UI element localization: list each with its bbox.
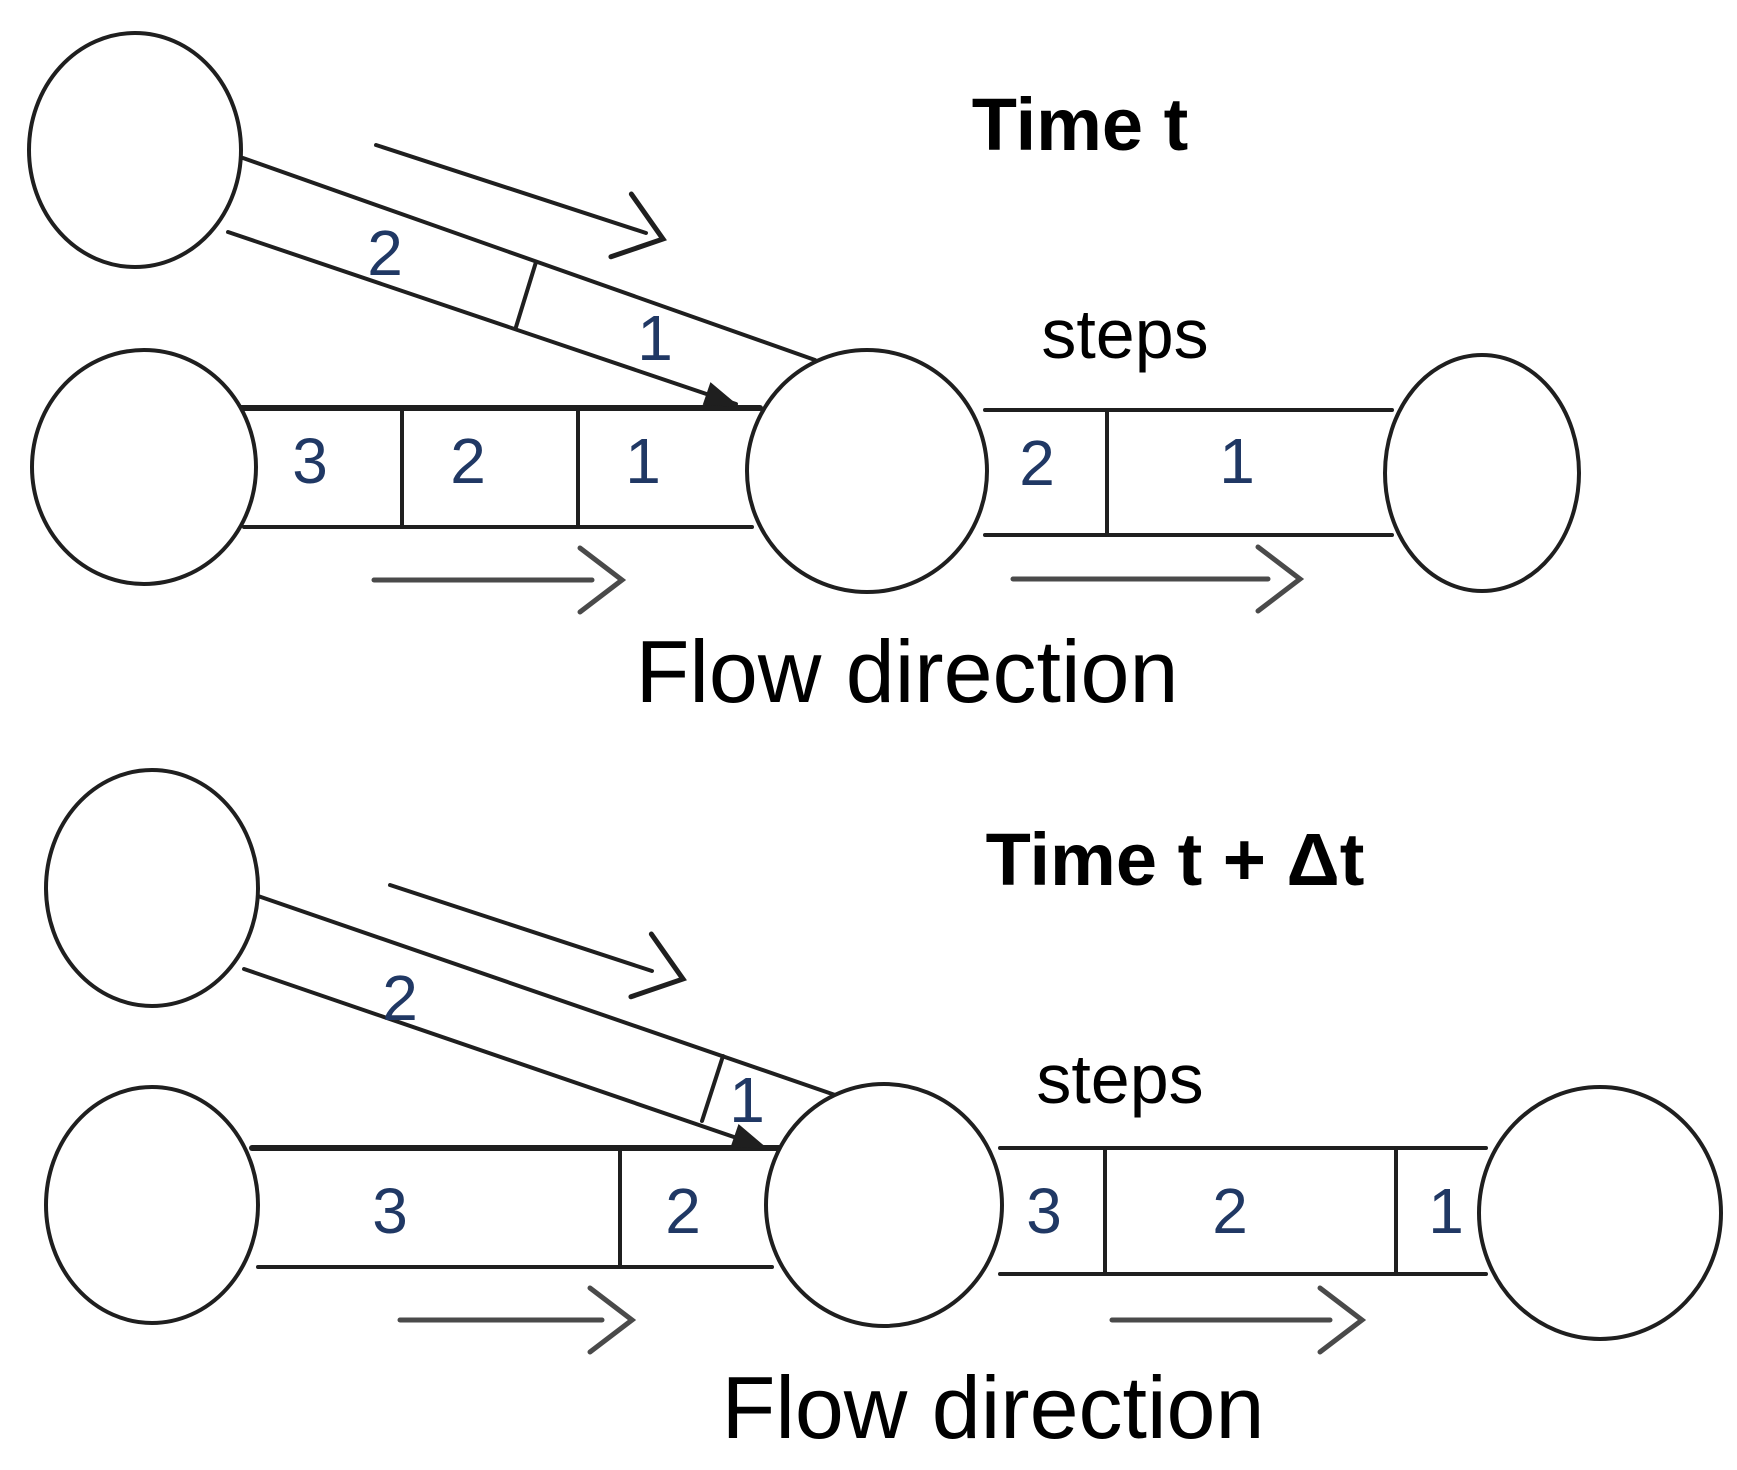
arrowhead-icon [577,545,627,615]
node-circle [1383,353,1581,593]
diagonal-channel-arrowhead-icon [702,382,740,407]
arrowhead-icon [587,1285,637,1355]
arrowhead-icon [608,191,667,260]
segment-label: 1 [729,1064,765,1136]
diagonal-flow-arrow-line [388,883,654,973]
segment-label: 2 [1019,427,1055,499]
node-circle [1477,1085,1723,1341]
segment-label: 1 [637,302,673,374]
segment-label: 2 [382,962,418,1034]
segment-label: 2 [1212,1175,1248,1247]
arrowhead-icon [1317,1285,1367,1355]
node-circle [27,31,243,269]
segment-label: 1 [625,425,661,497]
segment-divider [700,1054,725,1123]
diagonal-channel-bottom-line [226,230,738,406]
panel-title: Time t + Δt [986,818,1365,901]
segment-label: 2 [450,425,486,497]
steps-label: steps [1036,1040,1203,1118]
panel-time-t-plus-dt: 2 1 3 2 3 2 1 Time t + Δt steps Flow dir… [44,768,1723,1457]
diagonal-flow-arrow-line [374,143,648,235]
panel-title: Time t [972,83,1189,166]
segment-label: 3 [292,425,328,497]
segment-label: 2 [665,1175,701,1247]
segment-label: 1 [1428,1175,1464,1247]
segment-label: 3 [372,1175,408,1247]
diagonal-channel-bottom-line [242,967,768,1150]
diagonal-channel-arrowhead-icon [730,1124,768,1149]
arrowhead-icon [628,931,687,1000]
node-circle [44,1085,260,1325]
flow-direction-label: Flow direction [722,1358,1265,1457]
node-circle [764,1082,1004,1328]
panel-time-t: 2 1 3 2 1 2 1 Time t steps Flow directio… [27,31,1581,721]
node-circle [745,348,989,594]
arrowhead-icon [1255,544,1305,614]
node-circle [30,348,258,586]
segment-divider [514,260,538,329]
steps-label: steps [1041,295,1208,373]
diagonal-channel-top-line [241,156,817,362]
diagonal-channel-top-line [256,894,840,1098]
node-circle [44,768,260,1008]
segment-label: 2 [367,217,403,289]
segment-label: 3 [1026,1175,1062,1247]
flow-direction-label: Flow direction [636,622,1179,721]
segment-label: 1 [1219,425,1255,497]
